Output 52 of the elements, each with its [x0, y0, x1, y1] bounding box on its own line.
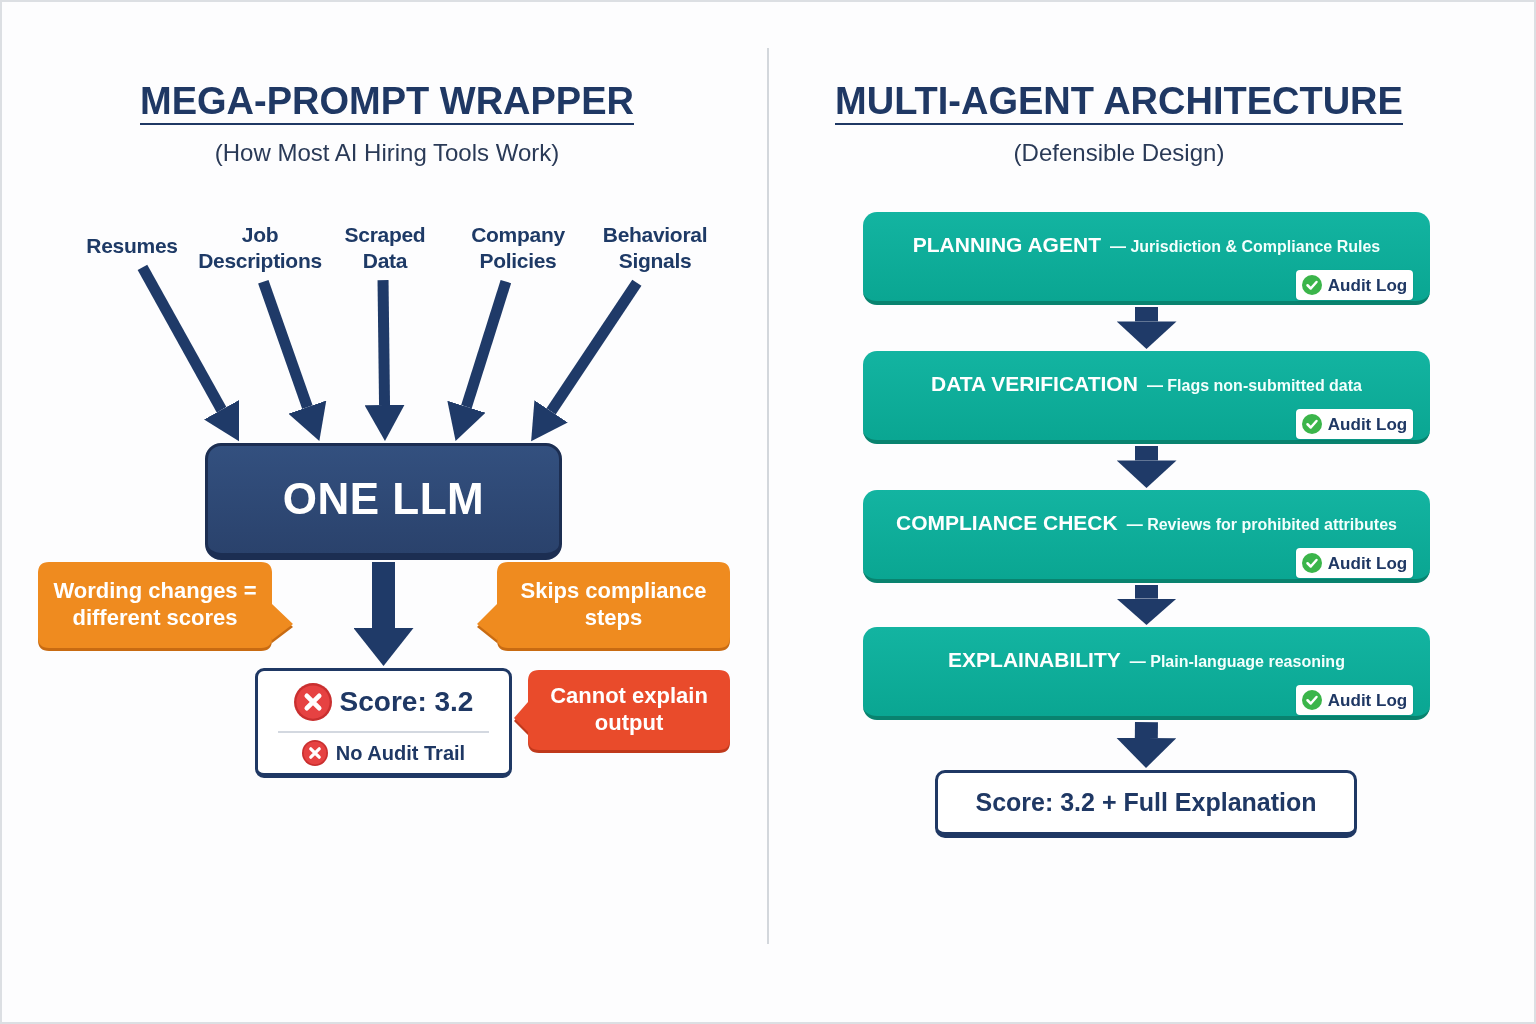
arrow: [353, 562, 414, 666]
arrow: [531, 279, 642, 442]
score-text: Score: 3.2: [339, 688, 474, 716]
agent-description: — Plain-language reasoning: [1129, 652, 1345, 672]
arrow: [1116, 721, 1177, 768]
input-label: Job Descriptions: [194, 220, 326, 278]
agent-box: [863, 351, 1430, 444]
section-subtitle: (Defensible Design): [1013, 139, 1225, 167]
input-label: Behavioral Signals: [595, 220, 715, 278]
callout-text: Cannot explain output: [549, 683, 709, 737]
agent-name: EXPLAINABILITY: [948, 647, 1121, 673]
score-card: [255, 668, 512, 778]
agent-description: — Reviews for prohibited attributes: [1126, 515, 1397, 535]
result-box: [935, 770, 1357, 838]
llm-box: [205, 443, 562, 560]
audit-log-badge: [1296, 548, 1413, 578]
agent-box: [863, 212, 1430, 305]
arrow: [137, 264, 240, 442]
result-text: Score: 3.2 + Full Explanation: [975, 788, 1317, 817]
arrow: [1116, 585, 1177, 625]
agent-box: [863, 490, 1430, 583]
audit-log-badge: [1296, 409, 1413, 439]
section-heading: MEGA-PROMPT WRAPPER: [140, 80, 634, 125]
input-label: Company Policies: [463, 220, 573, 278]
badge-label: Audit Log: [1327, 415, 1408, 433]
badge-label: Audit Log: [1327, 554, 1408, 572]
callout-bubble: [477, 562, 730, 651]
callout-bubble: [514, 670, 730, 753]
badge-label: Audit Log: [1327, 276, 1408, 294]
arrow: [1116, 307, 1177, 349]
agent-box: [863, 627, 1430, 720]
agent-description: — Jurisdiction & Compliance Rules: [1109, 237, 1381, 257]
section-heading: MULTI-AGENT ARCHITECTURE: [835, 80, 1403, 125]
arrow: [1116, 446, 1177, 488]
arrow: [364, 280, 405, 441]
badge-label: Audit Log: [1327, 691, 1408, 709]
agent-name: DATA VERIFICATION: [931, 371, 1138, 397]
callout-text: Wording changes = different scores: [52, 578, 258, 632]
section-subtitle: (How Most AI Hiring Tools Work): [214, 139, 560, 167]
input-label: Scraped Data: [337, 220, 433, 278]
audit-log-badge: [1296, 685, 1413, 715]
arrow: [447, 279, 512, 442]
callout-bubble: [38, 562, 293, 651]
audit-log-badge: [1296, 270, 1413, 300]
callout-text: Skips compliance steps: [519, 578, 708, 632]
status-text: No Audit Trail: [335, 743, 466, 763]
arrow: [258, 279, 327, 442]
node-label: ONE LLM: [282, 475, 485, 524]
agent-name: PLANNING AGENT: [912, 232, 1101, 258]
agent-name: COMPLIANCE CHECK: [896, 510, 1118, 536]
agent-description: — Flags non-submitted data: [1146, 376, 1362, 396]
input-label: Resumes: [86, 231, 178, 263]
